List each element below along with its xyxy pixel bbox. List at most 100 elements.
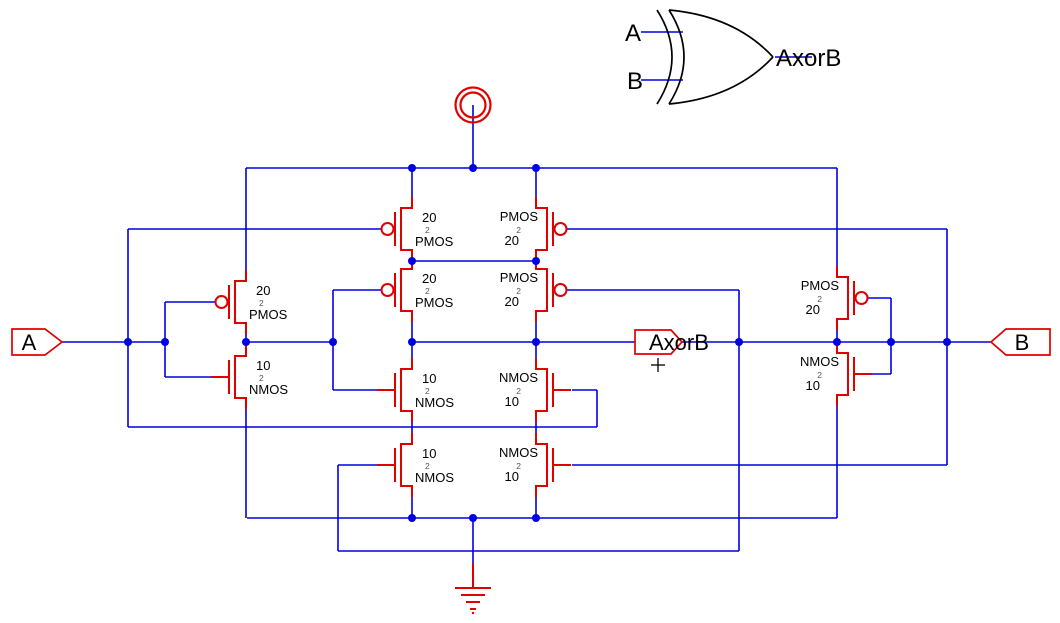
size-label: 10: [256, 358, 270, 373]
ground-dot: [471, 611, 475, 615]
xor-gate-body: [668, 9, 774, 58]
channel-path: [836, 266, 849, 330]
type-label: PMOS: [415, 234, 454, 249]
xor-gate-body: [668, 9, 685, 105]
channel-path: [535, 197, 548, 261]
junction-dot: [469, 514, 477, 522]
size-label: 20: [505, 294, 519, 309]
size-label: 10: [806, 378, 820, 393]
port-flag-input-b[interactable]: B: [989, 328, 1051, 356]
channel-path: [535, 433, 548, 497]
pmos-bubble-icon: [854, 291, 869, 305]
junction-dot: [735, 338, 743, 346]
sub-label: 2: [425, 286, 430, 296]
xor-gate-body: [668, 56, 774, 105]
sub-label: 2: [817, 294, 822, 304]
type-label: PMOS: [249, 307, 288, 322]
type-label: PMOS: [500, 209, 539, 224]
type-label: NMOS: [499, 445, 538, 460]
junction-dot: [124, 338, 132, 346]
type-label: PMOS: [801, 278, 840, 293]
size-label: 20: [422, 271, 436, 286]
xor-output-label: AxorB: [776, 45, 841, 72]
flag-outline[interactable]: [634, 329, 684, 355]
ground-icon[interactable]: [455, 563, 491, 615]
junction-dot: [408, 514, 416, 522]
type-label: NMOS: [249, 382, 288, 397]
pmos-bubble-icon: [553, 222, 568, 236]
port-flag-output-axorb[interactable]: AxorB: [634, 329, 709, 372]
export-anchor-icon: [651, 358, 665, 372]
flag-outline[interactable]: [989, 328, 1051, 356]
sub-label: 2: [516, 386, 521, 396]
junction-dot: [408, 338, 416, 346]
type-label: NMOS: [499, 370, 538, 385]
junction-dot: [532, 257, 540, 265]
channel-path: [400, 258, 413, 322]
power-outer-circle: [454, 86, 492, 124]
channel-path: [400, 433, 413, 497]
junction-dot: [408, 257, 416, 265]
port-flag-input-a[interactable]: A: [11, 328, 64, 356]
sub-label: 2: [516, 461, 521, 471]
xor-gate-symbol[interactable]: AB AxorB: [625, 9, 841, 105]
pmos-bubble-icon: [553, 283, 568, 297]
junction-dot: [242, 338, 250, 346]
junction-dot: [943, 338, 951, 346]
flag-outline[interactable]: [11, 328, 64, 356]
type-label: NMOS: [415, 470, 454, 485]
size-label: 20: [505, 233, 519, 248]
port-label-output-axorb: AxorB: [649, 330, 709, 355]
channel-path: [400, 358, 413, 422]
sub-label: 2: [817, 370, 822, 380]
type-label: NMOS: [415, 395, 454, 410]
size-label: 10: [422, 371, 436, 386]
junction-dot: [532, 338, 540, 346]
sub-label: 2: [516, 286, 521, 296]
junction-dot: [532, 164, 540, 172]
wire-layer: [62, 105, 992, 563]
pmos-bubble-icon: [380, 283, 395, 297]
size-label: 10: [505, 394, 519, 409]
sub-label: 2: [425, 225, 430, 235]
sub-label: 2: [259, 373, 264, 383]
size-label: 10: [505, 469, 519, 484]
size-label: 20: [806, 302, 820, 317]
vdd-power-icon[interactable]: [454, 86, 492, 124]
port-label-input-b: B: [1015, 330, 1030, 355]
xor-input-a-label: A: [625, 20, 641, 47]
channel-path: [535, 258, 548, 322]
xor-gate-body: [656, 9, 673, 105]
channel-path: [234, 270, 247, 334]
junction-dot: [532, 514, 540, 522]
channel-path: [535, 358, 548, 422]
junction-dot: [469, 164, 477, 172]
junction-dot: [833, 338, 841, 346]
xor-input-b-label: B: [627, 68, 643, 95]
pmos-bubble-icon: [214, 295, 229, 309]
junction-layer: [124, 164, 951, 522]
sub-label: 2: [425, 386, 430, 396]
sub-label: 2: [516, 225, 521, 235]
